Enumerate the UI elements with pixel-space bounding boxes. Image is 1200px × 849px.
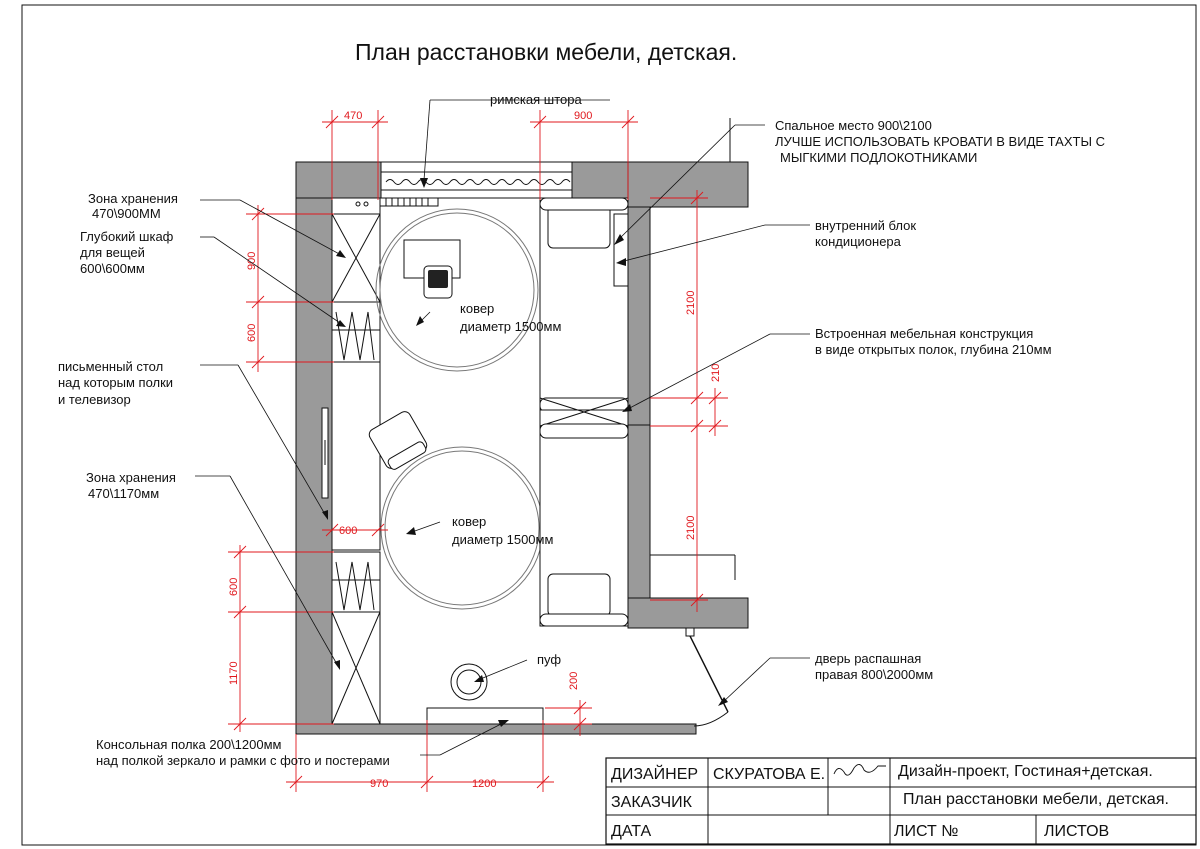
- tb-sheet-title: План расстановки мебели, детская.: [903, 791, 1169, 808]
- label-sleeping-place-note-1: ЛУЧШЕ ИСПОЛЬЗОВАТЬ КРОВАТИ В ВИДЕ ТАХТЫ …: [775, 134, 1105, 149]
- label-builtin-1: Встроенная мебельная конструкция: [815, 326, 1033, 341]
- label-roman-blind: римская штора: [490, 92, 582, 107]
- radiator: [379, 197, 439, 207]
- dim-600-left-bottom: 600: [228, 578, 240, 596]
- console-shelf: [426, 707, 544, 725]
- wardrobe-top: [331, 301, 381, 363]
- dim-470: 470: [344, 110, 362, 122]
- dim-2100-top: 2100: [685, 291, 697, 315]
- bed-bottom: [539, 423, 629, 627]
- label-console-1: Консольная полка 200\1200мм: [96, 737, 282, 752]
- dim-600-left-top: 600: [246, 324, 258, 342]
- label-wardrobe-3: 600\600мм: [80, 261, 145, 276]
- label-door-1: дверь распашная: [815, 651, 921, 666]
- bed-top: [539, 197, 629, 413]
- tb-designer-label: ДИЗАЙНЕР: [611, 764, 698, 783]
- desk-chair: [368, 411, 428, 470]
- dim-2100-bottom: 2100: [685, 516, 697, 540]
- label-rug-top-1: ковер: [460, 301, 494, 316]
- dim-900-left: 900: [246, 252, 258, 270]
- label-pouf: пуф: [537, 652, 561, 667]
- label-sleeping-place-note-2: МЫГКИМИ ПОДЛОКОТНИКАМИ: [780, 150, 977, 165]
- tb-sheets-label: ЛИСТОВ: [1044, 823, 1109, 840]
- dim-200: 200: [568, 672, 580, 690]
- sheet-frame: [21, 4, 1197, 846]
- label-ac-1: внутренний блок: [815, 218, 916, 233]
- tb-designer-name: СКУРАТОВА Е.: [713, 766, 825, 783]
- dimension-lines: [228, 110, 728, 792]
- label-wardrobe-1: Глубокий шкаф: [80, 229, 174, 244]
- dim-210: 210: [710, 364, 722, 382]
- dim-600-desk: 600: [339, 525, 357, 537]
- window: [380, 161, 573, 199]
- label-sleeping-place: Спальное место 900\2100: [775, 118, 932, 133]
- wardrobe-bottom: [331, 551, 381, 613]
- label-rug-top-2: диаметр 1500мм: [460, 319, 561, 334]
- tb-project: Дизайн-проект, Гостиная+детская.: [898, 763, 1153, 780]
- tb-sheet-label: ЛИСТ №: [894, 823, 958, 840]
- label-rug-bottom-2: диаметр 1500мм: [452, 532, 553, 547]
- label-storage-top-1: Зона хранения: [88, 191, 178, 206]
- label-console-2: над полкой зеркало и рамки с фото и пост…: [96, 753, 390, 768]
- dim-1200: 1200: [472, 778, 496, 790]
- door: [685, 627, 729, 727]
- tb-customer-label: ЗАКАЗЧИК: [611, 794, 693, 811]
- label-ac-2: кондиционера: [815, 234, 902, 249]
- walls: [295, 161, 749, 735]
- label-builtin-2: в виде открытых полок, глубина 210мм: [815, 342, 1052, 357]
- leader-lines: [195, 99, 810, 756]
- tb-date-label: ДАТА: [611, 823, 652, 840]
- label-desk-2: над которым полки: [58, 375, 173, 390]
- label-rug-bottom-1: ковер: [452, 514, 486, 529]
- title-block: [605, 757, 1197, 845]
- desk: [321, 361, 381, 551]
- dim-1170: 1170: [228, 661, 240, 685]
- air-conditioner-unit: [613, 213, 629, 287]
- rug-top: [375, 208, 539, 372]
- page-title: План расстановки мебели, детская.: [355, 39, 737, 65]
- label-storage-bottom-1: Зона хранения: [86, 470, 176, 485]
- label-door-2: правая 800\2000мм: [815, 667, 933, 682]
- storage-zone-top: [331, 197, 381, 303]
- label-desk-3: и телевизор: [58, 392, 131, 407]
- dim-900-top: 900: [574, 110, 592, 122]
- label-storage-top-2: 470\900ММ: [92, 206, 161, 221]
- label-wardrobe-2: для вещей: [80, 245, 145, 260]
- dim-970: 970: [370, 778, 388, 790]
- signature: [833, 764, 886, 776]
- label-desk-1: письменный стол: [58, 359, 163, 374]
- label-storage-bottom-2: 470\1170мм: [88, 486, 159, 501]
